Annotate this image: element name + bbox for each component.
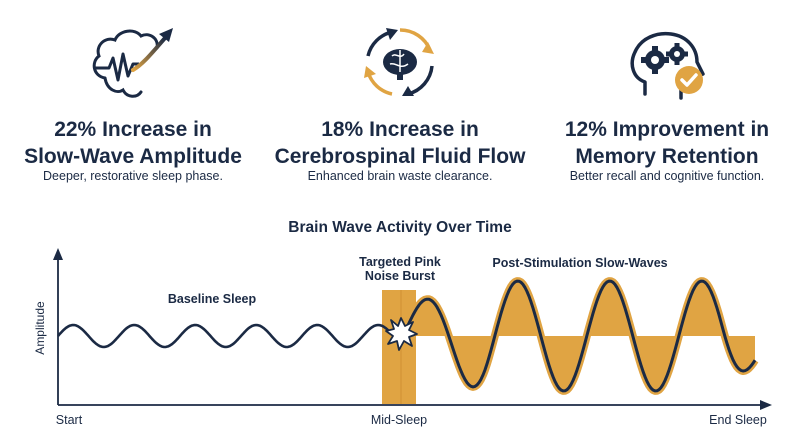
x-tick-start: Start — [56, 413, 83, 427]
y-axis-arrow-icon — [53, 248, 63, 260]
stat-headline-line2: Slow-Wave Amplitude — [24, 145, 242, 168]
y-axis-label: Amplitude — [33, 301, 47, 355]
baseline-wave-line — [57, 323, 401, 349]
brain-cycle-icon — [364, 28, 434, 96]
stat-description: Better recall and cognitive function. — [569, 169, 765, 183]
stat-headline-line2: Memory Retention — [575, 145, 759, 168]
stat-headline-line1: 22% Increase in — [54, 118, 212, 141]
brain-wave-arrow-icon — [92, 28, 173, 98]
post-wave-fill — [405, 281, 755, 391]
annotation-burst-line1: Targeted Pink — [359, 255, 441, 269]
stat-headline-line2: Cerebrospinal Fluid Flow — [274, 145, 526, 168]
stat-description: Enhanced brain waste clearance. — [307, 169, 493, 183]
head-gears-check-icon — [630, 31, 705, 100]
annotation-baseline: Baseline Sleep — [168, 292, 257, 306]
x-axis-arrow-icon — [760, 400, 772, 410]
stat-headline-line1: 12% Improvement in — [564, 118, 770, 141]
annotation-burst-line2: Noise Burst — [365, 269, 436, 283]
x-tick-end: End Sleep — [709, 413, 767, 427]
stat-description: Deeper, restorative sleep phase. — [43, 169, 223, 183]
x-tick-mid: Mid-Sleep — [371, 413, 427, 427]
annotation-post: Post-Stimulation Slow-Waves — [492, 256, 667, 270]
chart-title: Brain Wave Activity Over Time — [288, 219, 512, 236]
post-wave-line — [403, 279, 757, 393]
burst-star-icon — [385, 317, 418, 351]
stat-headline-line1: 18% Increase in — [321, 118, 479, 141]
